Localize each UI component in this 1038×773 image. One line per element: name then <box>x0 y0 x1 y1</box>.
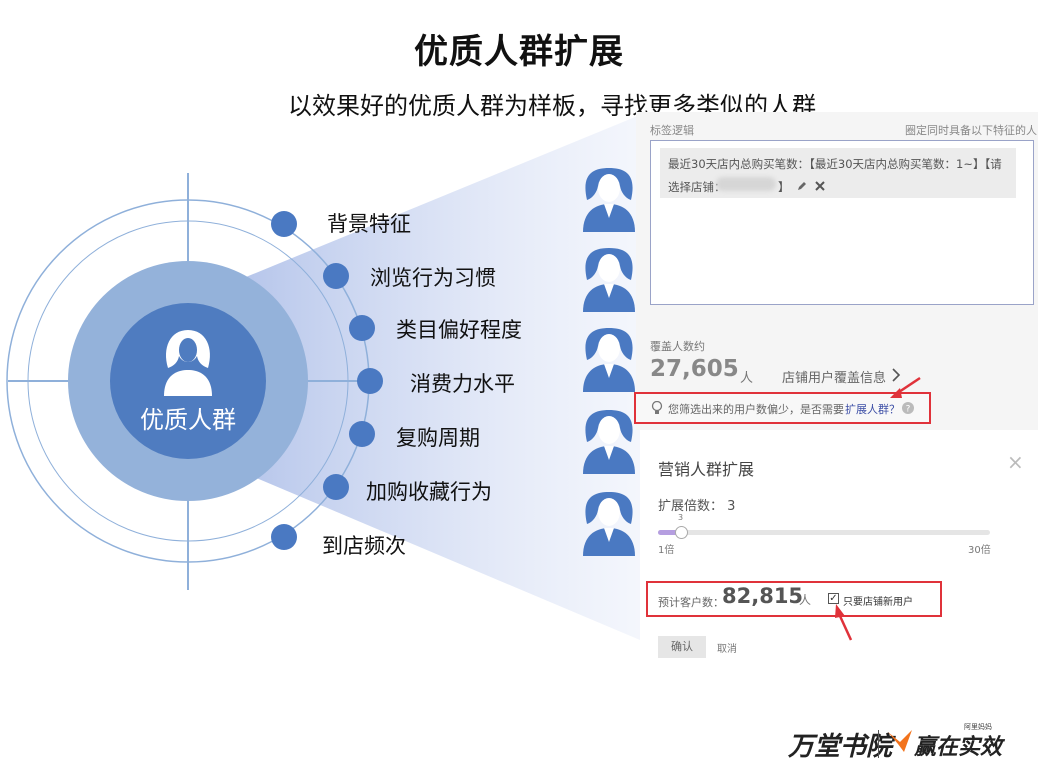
expand-audience-link[interactable]: 扩展人群？ <box>845 403 900 416</box>
estimate-highlight-box <box>646 581 942 617</box>
cover-info-link[interactable]: 店铺用户覆盖信息 <box>782 371 887 386</box>
edit-icon[interactable] <box>796 180 808 192</box>
cover-number: 27,605 <box>650 356 739 382</box>
feature-label: 消费力水平 <box>410 372 515 396</box>
tag-chip-line2: 选择店铺： <box>668 180 726 194</box>
alimama-small-label: 阿里妈妈 <box>964 723 992 731</box>
woman-icon <box>164 330 212 396</box>
cover-label: 覆盖人数约 <box>650 340 705 353</box>
wantang-logo: 万堂书院 <box>788 732 893 762</box>
feature-dot <box>271 524 297 550</box>
estimate-number: 82,815 <box>722 584 804 608</box>
arrow-icon <box>890 376 921 398</box>
tag-logic-hint: 圈定同时具备以下特征的人 <box>905 124 1037 137</box>
feature-dot <box>271 211 297 237</box>
slider-value: 3 <box>678 513 684 522</box>
feature-dot <box>323 263 349 289</box>
feature-label: 类目偏好程度 <box>396 318 522 342</box>
page-title: 优质人群扩展 <box>414 32 624 72</box>
help-icon[interactable]: ? <box>902 402 914 414</box>
feature-dot <box>349 421 375 447</box>
arrow-icon <box>835 604 853 641</box>
dialog-title: 营销人群扩展 <box>658 460 755 479</box>
multiple-slider-track[interactable] <box>658 530 990 535</box>
multiple-value: 3 <box>727 499 736 514</box>
feature-dot <box>349 315 375 341</box>
tag-logic-label: 标签逻辑 <box>650 124 694 137</box>
slider-max-label: 30倍 <box>968 545 991 556</box>
new-user-checkbox-label[interactable]: 只要店铺新用户 <box>843 597 913 608</box>
middle-ring <box>27 220 349 542</box>
yingzaishixiao-logo: 赢在实效 <box>914 735 1003 760</box>
multiple-slider-handle[interactable] <box>675 526 688 539</box>
feature-dots <box>271 211 383 550</box>
feature-label: 到店频次 <box>322 534 406 558</box>
person-icon <box>583 248 635 312</box>
feature-dot <box>323 474 349 500</box>
dialog-close-icon[interactable]: × <box>1007 450 1024 474</box>
confirm-button[interactable]: 确认 <box>658 636 706 658</box>
redacted-shop-name <box>716 177 776 191</box>
tag-chip-line1: 最近30天店内总购买笔数：【最近30天店内总购买笔数：1~】【请 <box>668 157 1002 171</box>
person-icon <box>583 328 635 392</box>
svg-text:?: ? <box>906 405 911 415</box>
feature-label: 加购收藏行为 <box>366 480 492 504</box>
person-icon <box>583 410 635 474</box>
feature-label: 浏览行为习惯 <box>370 266 496 290</box>
lightbulb-icon <box>651 401 663 414</box>
feature-label: 背景特征 <box>327 212 411 236</box>
marketing-dialog <box>640 432 1038 678</box>
estimate-label: 预计客户数： <box>658 596 724 609</box>
cancel-button[interactable]: 取消 <box>717 644 737 655</box>
slider-min-label: 1倍 <box>658 545 675 556</box>
estimate-unit: 人 <box>799 593 812 607</box>
close-icon[interactable] <box>814 180 826 192</box>
multiple-label-text: 扩展倍数： <box>658 499 724 514</box>
multiple-label: 扩展倍数： 3 <box>658 495 735 514</box>
logo-divider <box>878 730 879 758</box>
multiple-slider-fill <box>658 530 681 535</box>
cover-unit: 人 <box>740 371 754 386</box>
feature-label: 复购周期 <box>396 426 480 450</box>
feature-dot <box>357 368 383 394</box>
tag-chip-line2-end: 】 <box>778 180 790 194</box>
alimama-logo-icon <box>888 730 912 752</box>
hint-highlight-box <box>634 392 931 424</box>
hint-text: 您筛选出来的用户数偏少，是否需要 <box>668 403 844 416</box>
person-icon <box>583 492 635 556</box>
center-label: 优质人群 <box>140 406 236 434</box>
new-user-checkbox[interactable]: ✓ <box>828 593 839 604</box>
chevron-right-icon[interactable] <box>891 368 901 382</box>
projection-beam <box>190 115 640 640</box>
person-icon <box>583 168 635 232</box>
